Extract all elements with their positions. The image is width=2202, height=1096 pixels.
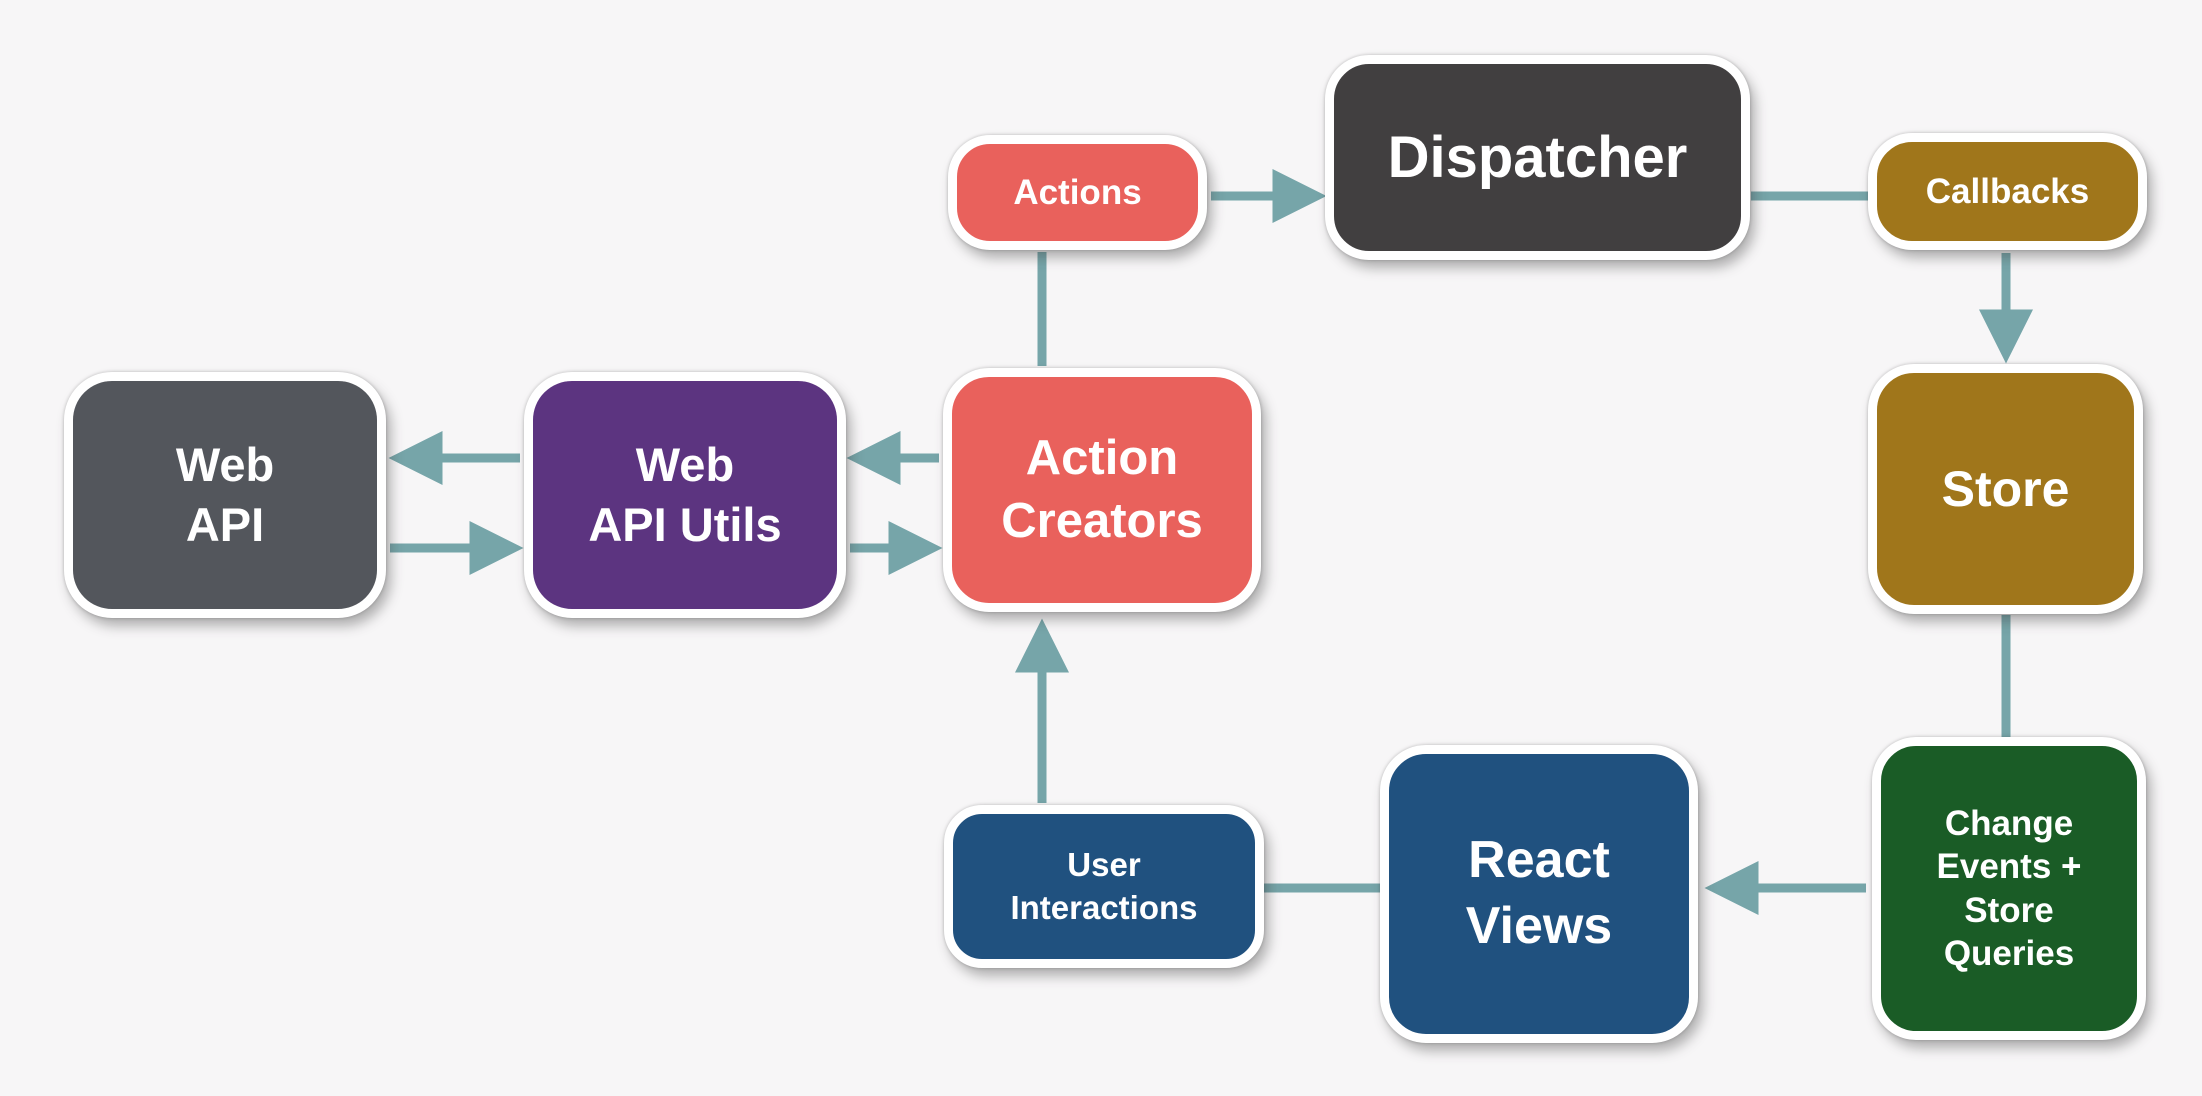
node-web-api-utils-label: Web API Utils (588, 437, 782, 551)
node-action-creators: Action Creators (943, 368, 1261, 612)
node-web-api: Web API (64, 372, 386, 618)
node-react-views-label: React Views (1465, 831, 1613, 955)
node-user-interactions: User Interactions (944, 805, 1264, 968)
node-change-events: Change Events + Store Queries (1872, 737, 2146, 1040)
node-actions: Actions (948, 135, 1207, 250)
node-callbacks: Callbacks (1868, 133, 2147, 250)
node-web-api-utils: Web API Utils (524, 372, 846, 618)
node-user-interactions-label: User Interactions (1010, 845, 1198, 926)
node-react-views: React Views (1380, 745, 1698, 1043)
node-action-creators-label: Action Creators (1001, 431, 1203, 548)
node-callbacks-label: Callbacks (1925, 171, 2090, 211)
node-store-label: Store (1941, 461, 2070, 517)
node-actions-label: Actions (1013, 172, 1142, 212)
node-store: Store (1868, 364, 2143, 614)
node-web-api-label: Web API (175, 437, 275, 551)
node-dispatcher-label: Dispatcher (1387, 125, 1688, 190)
node-dispatcher: Dispatcher (1325, 55, 1750, 260)
node-change-events-label: Change Events + Store Queries (1936, 803, 2082, 973)
